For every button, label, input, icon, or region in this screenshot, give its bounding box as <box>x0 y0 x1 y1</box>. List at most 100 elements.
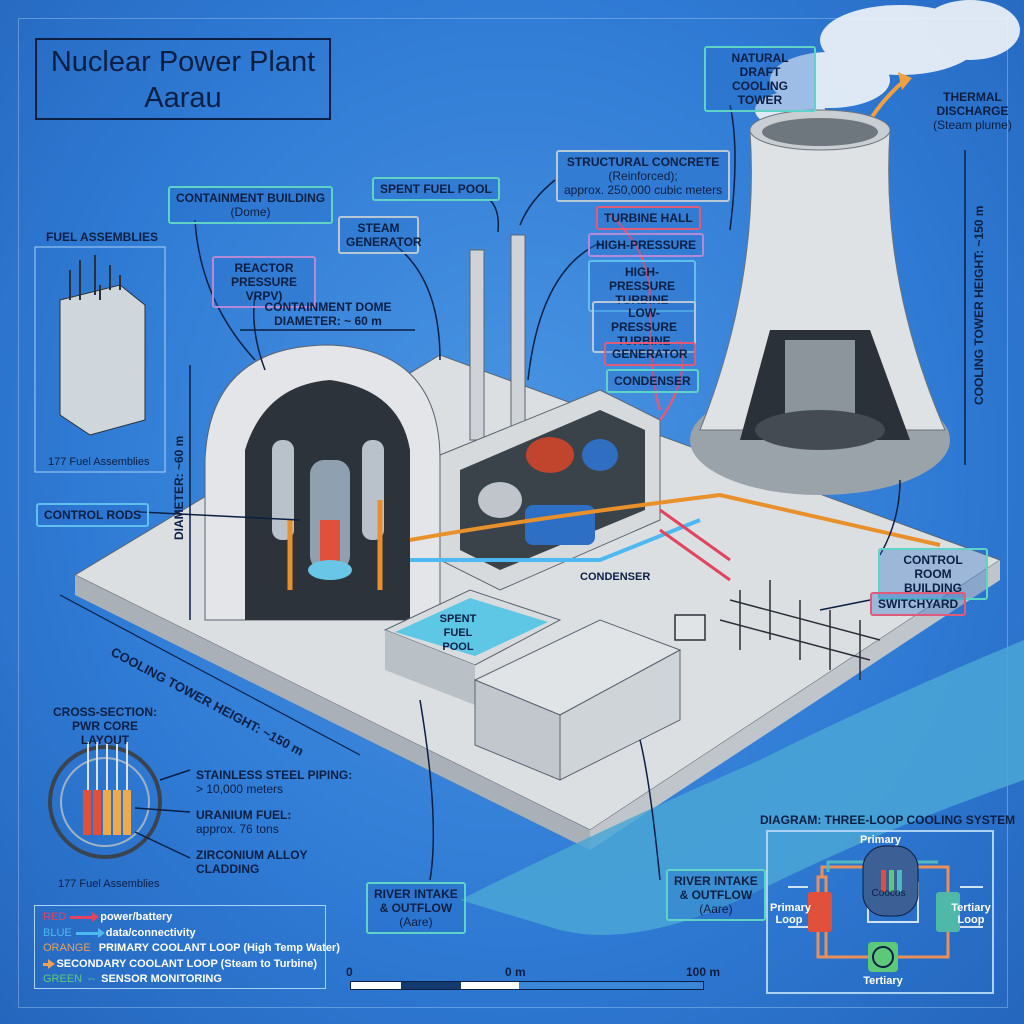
label-text: RIVER INTAKE <box>674 874 758 888</box>
label-cooling-tower-height-vertical: COOLING TOWER HEIGHT: ~150 m <box>972 205 986 405</box>
label-cooling-tower: NATURAL DRAFT COOLING TOWER <box>704 46 816 112</box>
label-condenser-plant: CONDENSER <box>580 571 651 583</box>
three-loop-diagram: Primary Coocos Primary Loop Tertiary Loo… <box>766 830 994 994</box>
power-line <box>659 508 731 582</box>
platform-edge <box>75 575 590 850</box>
fuel-value: approx. 76 tons <box>196 822 279 836</box>
label-dome-diameter: CONTAINMENT DOME DIAMETER: ~ 60 m <box>264 300 392 328</box>
label-text: STRUCTURAL CONCRETE <box>566 155 720 169</box>
cross-section-title: CROSS-SECTION: PWR CORE LAYOUT <box>50 705 160 747</box>
label-steam-generator: STEAM GENERATOR <box>338 216 422 254</box>
label-high-pressure: HIGH-PRESSURE <box>588 233 705 257</box>
turbine-leader <box>609 214 684 421</box>
label-primary-top: Primary <box>860 834 901 846</box>
legend-text: power/battery <box>100 911 173 923</box>
secondary-pipe <box>409 492 941 547</box>
label-spent-fuel-pool-plant: SPENT FUEL POOL <box>439 613 477 653</box>
legend-row-secondary: SECONDARY COOLANT LOOP (Steam to Turbine… <box>43 957 317 973</box>
label-subtext: (Aare) <box>399 915 433 929</box>
label-control-room: CONTROL ROOM BUILDING <box>878 548 988 600</box>
legend-text: PRIMARY COOLANT LOOP (High Temp Water) <box>98 942 340 954</box>
legend-key: ORANGE <box>43 942 91 954</box>
cladding-label-2: CLADDING <box>196 862 260 876</box>
cross-section-title-2: PWR CORE LAYOUT <box>72 719 138 747</box>
discharge-arrowhead <box>898 72 912 90</box>
stack-2 <box>510 234 526 436</box>
legend: RED power/battery BLUE data/connectivity O… <box>34 905 340 989</box>
legend-text: SENSOR MONITORING <box>101 973 222 985</box>
piping-label: STAINLESS STEEL PIPING: <box>196 768 353 782</box>
label-river-right: RIVER INTAKE & OUTFLOW (Aare) <box>666 869 766 921</box>
stack-1 <box>469 249 485 441</box>
containment-dome <box>204 344 441 621</box>
label-high-pressure-turbine: HIGH-PRESSURE TURBINE <box>588 260 696 312</box>
platform-edge <box>590 560 1000 850</box>
label-text: THERMAL DISCHARGE <box>936 90 1009 118</box>
label-control-rods: CONTROL RODS <box>36 503 150 527</box>
label-text: & OUTFLOW <box>679 888 753 902</box>
cooling-tower <box>690 109 950 495</box>
scale-segment <box>351 982 401 989</box>
legend-key: GREEN <box>43 973 83 985</box>
pwr-core-cross-section <box>48 742 191 859</box>
label-low-pressure-turbine: LOW-PRESSURE TURBINE <box>592 301 696 353</box>
cladding-spec: ZIRCONIUM ALLOY CLADDING <box>196 848 308 876</box>
dimension-line <box>59 594 361 756</box>
blueprint-frame <box>18 18 1008 1008</box>
legend-row-blue: BLUE data/connectivity <box>43 926 317 942</box>
label-fuel-assemblies-title: FUEL ASSEMBLIES <box>46 230 159 244</box>
scale-start: 0 <box>346 965 353 979</box>
legend-text: data/connectivity <box>105 926 196 939</box>
legend-text: SECONDARY COOLANT LOOP (Steam to Turbine… <box>56 957 317 970</box>
legend-row-orange: ORANGE PRIMARY COOLANT LOOP (High Temp Wa… <box>43 941 340 957</box>
fuel-assemblies-inset <box>34 246 166 473</box>
scale-bar <box>350 981 704 990</box>
spent-fuel-pool-building <box>383 589 562 705</box>
label-tertiary-loop: Tertiary Loop <box>951 902 991 926</box>
cross-section-title-1: CROSS-SECTION: <box>52 705 157 719</box>
three-loop-title: DIAGRAM: THREE-LOOP COOLING SYSTEM <box>760 813 1016 827</box>
label-switchyard: SWITCHYARD <box>870 592 967 616</box>
page-title: Nuclear Power Plant Aarau <box>35 38 331 120</box>
label-generator: GENERATOR <box>604 342 696 366</box>
legend-key: RED <box>43 911 67 923</box>
label-fuel-assemblies-count: 177 Fuel Assemblies <box>48 456 150 468</box>
label-subtext: (Dome) <box>230 205 271 219</box>
legend-row-red: RED power/battery <box>43 910 317 926</box>
scale-segment <box>401 982 461 989</box>
label-subtext: (Reinforced); <box>608 169 678 183</box>
river <box>460 640 1024 935</box>
label-core: Coocos <box>871 888 906 899</box>
legend-key: BLUE <box>43 926 72 939</box>
label-reactor-pressure: REACTOR PRESSURE VRPV) <box>212 256 316 308</box>
label-primary-loop: Primary Loop <box>770 902 811 926</box>
red-arrow-icon <box>70 912 100 923</box>
label-subtext: (Steam plume) <box>933 118 1012 132</box>
double-arrow-icon: ⇔ <box>86 973 98 985</box>
title-line-1: Nuclear Power Plant <box>50 46 316 78</box>
scale-mid: 0 m <box>505 965 526 979</box>
switchyard-area <box>674 580 881 680</box>
label-subtext: approx. 250,000 cubic meters <box>564 183 723 197</box>
piping-value: > 10,000 meters <box>196 782 284 796</box>
label-text: CONTAINMENT BUILDING <box>176 191 326 205</box>
fuel-spec: URANIUM FUEL: approx. 76 tons <box>196 808 291 836</box>
cooling-pipe <box>410 518 701 563</box>
blue-arrow-icon <box>75 927 105 938</box>
cross-section-assemblies: 177 Fuel Assemblies <box>58 878 160 890</box>
label-structural-concrete: STRUCTURAL CONCRETE (Reinforced); approx… <box>556 150 731 202</box>
label-subtext: (Aare) <box>699 902 733 916</box>
piping-spec: STAINLESS STEEL PIPING: > 10,000 meters <box>196 768 352 796</box>
label-text: RIVER INTAKE <box>374 887 458 901</box>
label-thermal-discharge: THERMAL DISCHARGE (Steam plume) <box>930 90 1015 132</box>
title-line-2: Aarau <box>144 82 222 114</box>
label-turbine-hall: TURBINE HALL <box>596 206 701 230</box>
label-spent-fuel-pool: SPENT FUEL POOL <box>372 177 500 201</box>
label-text: & OUTFLOW <box>379 901 453 915</box>
label-diameter-vertical: DIAMETER: ~60 m <box>172 435 186 540</box>
label-condenser-top: CONDENSER <box>606 369 699 393</box>
orange-arrow-icon <box>43 958 57 969</box>
legend-row-green: GREEN⇔SENSOR MONITORING <box>43 972 317 988</box>
three-loop-schematic <box>788 845 983 972</box>
